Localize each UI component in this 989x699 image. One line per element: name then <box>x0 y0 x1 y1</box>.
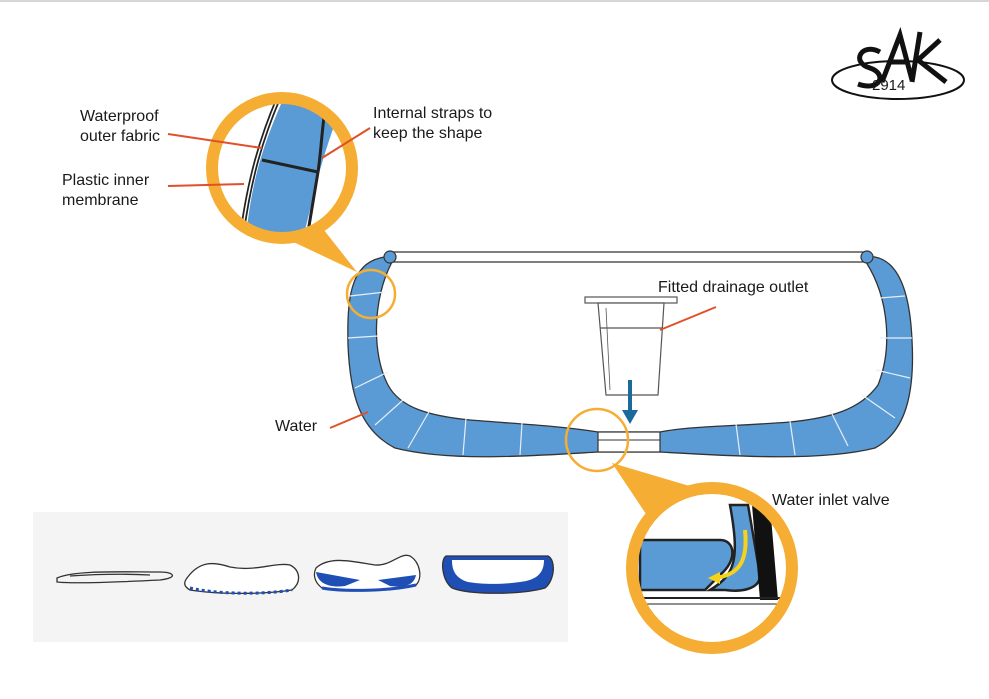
stage-half <box>313 554 421 592</box>
bottom-magnifier <box>626 482 798 654</box>
label-fitted-drainage-outlet: Fitted drainage outlet <box>658 279 809 296</box>
bottom-detail-ring <box>564 407 630 473</box>
logo-number: 2914 <box>872 77 906 94</box>
top-divider <box>0 0 989 2</box>
top-magnifier <box>206 92 358 244</box>
label-plastic-inner-membrane: Plastic inner membrane <box>62 172 150 209</box>
drainage-outlet <box>584 296 678 396</box>
inflation-stages <box>56 554 554 595</box>
label-internal-straps: Internal straps to keep the shape <box>373 105 493 142</box>
flow-arrow-icon <box>622 380 638 424</box>
bottom-callout-tail <box>612 463 720 520</box>
top-detail-ring <box>345 268 397 320</box>
label-water: Water <box>275 418 318 435</box>
vessel-segments <box>347 291 912 456</box>
stage-partial <box>184 562 300 595</box>
sak-logo <box>831 26 965 100</box>
vessel <box>347 250 914 458</box>
label-water-inlet-valve: Water inlet valve <box>772 492 890 509</box>
vessel-rim <box>387 251 869 263</box>
leader-lines <box>167 127 717 429</box>
stage-full <box>441 555 554 594</box>
label-waterproof-outer-fabric: Waterproof outer fabric <box>80 108 161 145</box>
stage-flat <box>56 571 174 584</box>
